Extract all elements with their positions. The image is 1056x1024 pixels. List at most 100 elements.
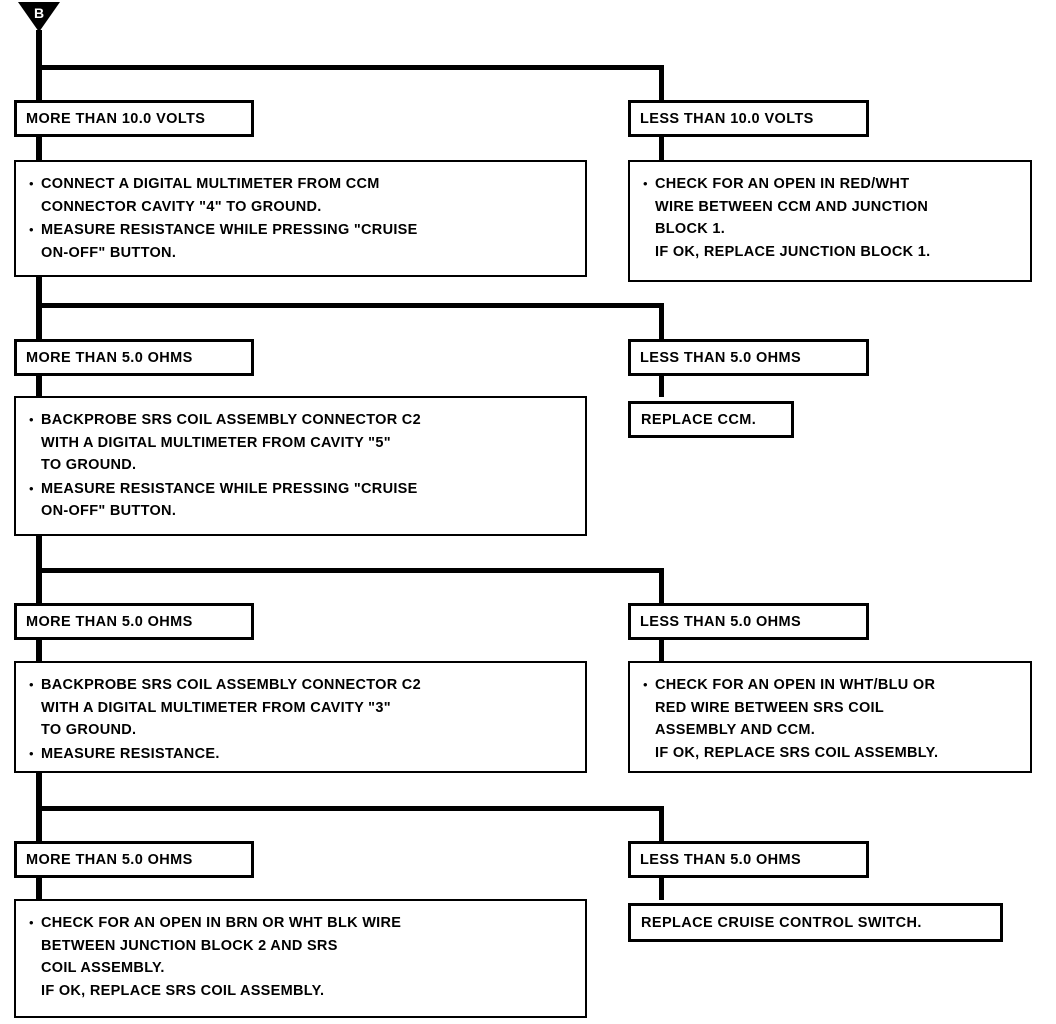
bullet-line: CHECK FOR AN OPEN IN WHT/BLU OR bbox=[655, 677, 936, 693]
bullet-line: MEASURE RESISTANCE WHILE PRESSING "CRUIS… bbox=[41, 480, 418, 497]
bullet-line: WIRE BETWEEN CCM AND JUNCTION bbox=[655, 198, 929, 215]
bullet-line: TO GROUND. bbox=[41, 722, 137, 738]
connector-branch-2 bbox=[36, 303, 664, 308]
connector-branch-1 bbox=[36, 65, 664, 70]
condition-box-step-1-left[interactable]: MORE THAN 10.0 VOLTS bbox=[14, 100, 254, 137]
bullet-item: • MEASURE RESISTANCE WHILE PRESSING "CRU… bbox=[26, 219, 575, 264]
bullet-line: ASSEMBLY AND CCM. bbox=[655, 722, 816, 738]
bullet-text: CHECK FOR AN OPEN IN RED/WHT WIRE BETWEE… bbox=[655, 173, 1020, 263]
bullet-text: BACKPROBE SRS COIL ASSEMBLY CONNECTOR C2… bbox=[41, 674, 575, 742]
result-label: REPLACE CRUISE CONTROL SWITCH. bbox=[641, 914, 922, 931]
condition-box-step-4-left[interactable]: MORE THAN 5.0 OHMS bbox=[14, 841, 254, 878]
action-box-step-1-left[interactable]: • CONNECT A DIGITAL MULTIMETER FROM CCM … bbox=[14, 160, 587, 277]
bullet-item: • CHECK FOR AN OPEN IN RED/WHT WIRE BETW… bbox=[640, 173, 1020, 263]
condition-box-step-1-right[interactable]: LESS THAN 10.0 VOLTS bbox=[628, 100, 869, 137]
condition-label: LESS THAN 5.0 OHMS bbox=[640, 613, 802, 630]
connector-cond3-left-to-action bbox=[36, 639, 42, 662]
connector-trunk-entry bbox=[36, 30, 42, 70]
bullet-text: CONNECT A DIGITAL MULTIMETER FROM CCM CO… bbox=[41, 173, 575, 218]
connector-cond4-left-to-action bbox=[36, 877, 42, 900]
connector-branch-3 bbox=[36, 568, 664, 573]
connector-action3-down bbox=[36, 772, 42, 812]
bullet-dot-icon: • bbox=[29, 480, 34, 496]
bullet-line: CONNECTOR CAVITY "4" TO GROUND. bbox=[41, 198, 322, 215]
connector-cond2-left-to-action bbox=[36, 375, 42, 397]
connector-branch-1-left-drop bbox=[36, 65, 42, 100]
condition-box-step-4-right[interactable]: LESS THAN 5.0 OHMS bbox=[628, 841, 869, 878]
bullet-dot-icon: • bbox=[643, 176, 648, 191]
condition-box-step-2-right[interactable]: LESS THAN 5.0 OHMS bbox=[628, 339, 869, 376]
bullet-line: ON-OFF" BUTTON. bbox=[41, 244, 177, 261]
condition-label: MORE THAN 5.0 OHMS bbox=[26, 851, 193, 868]
bullet-text: BACKPROBE SRS COIL ASSEMBLY CONNECTOR C2… bbox=[41, 409, 575, 477]
bullet-line: IF OK, REPLACE JUNCTION BLOCK 1. bbox=[655, 243, 931, 260]
bullet-item: • CONNECT A DIGITAL MULTIMETER FROM CCM … bbox=[26, 173, 575, 218]
bullet-dot-icon: • bbox=[643, 677, 648, 692]
triangle-down-marker-icon bbox=[18, 2, 60, 32]
bullet-line: BLOCK 1. bbox=[655, 221, 726, 237]
bullet-text: CHECK FOR AN OPEN IN BRN OR WHT BLK WIRE… bbox=[41, 912, 575, 1002]
connector-branch-4 bbox=[36, 806, 664, 811]
action-box-step-4-left[interactable]: • CHECK FOR AN OPEN IN BRN OR WHT BLK WI… bbox=[14, 899, 587, 1018]
entry-marker-letter: B bbox=[33, 5, 45, 21]
bullet-dot-icon: • bbox=[29, 412, 34, 427]
condition-label: MORE THAN 10.0 VOLTS bbox=[26, 110, 206, 127]
bullet-dot-icon: • bbox=[29, 745, 34, 761]
bullet-line: IF OK, REPLACE SRS COIL ASSEMBLY. bbox=[41, 982, 325, 999]
bullet-line: CHECK FOR AN OPEN IN BRN OR WHT BLK WIRE bbox=[41, 915, 402, 931]
bullet-line: BACKPROBE SRS COIL ASSEMBLY CONNECTOR C2 bbox=[41, 412, 421, 428]
result-label: REPLACE CCM. bbox=[641, 411, 757, 428]
bullet-line: BETWEEN JUNCTION BLOCK 2 AND SRS bbox=[41, 937, 338, 954]
condition-label: MORE THAN 5.0 OHMS bbox=[26, 349, 193, 366]
action-box-step-1-right[interactable]: • CHECK FOR AN OPEN IN RED/WHT WIRE BETW… bbox=[628, 160, 1032, 282]
connector-action1-down bbox=[36, 276, 42, 311]
bullet-line: WITH A DIGITAL MULTIMETER FROM CAVITY "3… bbox=[41, 699, 391, 716]
result-box-step-4-right[interactable]: REPLACE CRUISE CONTROL SWITCH. bbox=[628, 903, 1003, 942]
condition-label: LESS THAN 5.0 OHMS bbox=[640, 349, 802, 366]
action-box-step-3-right[interactable]: • CHECK FOR AN OPEN IN WHT/BLU OR RED WI… bbox=[628, 661, 1032, 773]
bullet-line: MEASURE RESISTANCE WHILE PRESSING "CRUIS… bbox=[41, 222, 418, 238]
connector-branch-4-left-drop bbox=[36, 806, 42, 842]
connector-cond4-right-to-action bbox=[659, 877, 664, 900]
bullet-item: • MEASURE RESISTANCE. bbox=[26, 743, 575, 766]
bullet-line: CONNECT A DIGITAL MULTIMETER FROM CCM bbox=[41, 176, 380, 192]
bullet-item: • BACKPROBE SRS COIL ASSEMBLY CONNECTOR … bbox=[26, 674, 575, 742]
condition-box-step-2-left[interactable]: MORE THAN 5.0 OHMS bbox=[14, 339, 254, 376]
connector-branch-4-right-drop bbox=[659, 806, 664, 842]
condition-label: LESS THAN 5.0 OHMS bbox=[640, 851, 802, 868]
connector-cond1-right-to-action bbox=[659, 136, 664, 161]
bullet-dot-icon: • bbox=[29, 176, 34, 191]
condition-box-step-3-right[interactable]: LESS THAN 5.0 OHMS bbox=[628, 603, 869, 640]
bullet-line: MEASURE RESISTANCE. bbox=[41, 745, 220, 762]
bullet-dot-icon: • bbox=[29, 915, 34, 930]
bullet-line: BACKPROBE SRS COIL ASSEMBLY CONNECTOR C2 bbox=[41, 677, 421, 693]
bullet-line: COIL ASSEMBLY. bbox=[41, 960, 165, 976]
condition-label: MORE THAN 5.0 OHMS bbox=[26, 613, 193, 630]
bullet-dot-icon: • bbox=[29, 222, 34, 237]
bullet-item: • MEASURE RESISTANCE WHILE PRESSING "CRU… bbox=[26, 478, 575, 523]
action-box-step-3-left[interactable]: • BACKPROBE SRS COIL ASSEMBLY CONNECTOR … bbox=[14, 661, 587, 773]
action-box-step-2-left[interactable]: • BACKPROBE SRS COIL ASSEMBLY CONNECTOR … bbox=[14, 396, 587, 536]
connector-cond2-right-to-action bbox=[659, 375, 664, 397]
bullet-line: WITH A DIGITAL MULTIMETER FROM CAVITY "5… bbox=[41, 434, 391, 451]
bullet-line: ON-OFF" BUTTON. bbox=[41, 503, 177, 519]
bullet-item: • CHECK FOR AN OPEN IN BRN OR WHT BLK WI… bbox=[26, 912, 575, 1002]
bullet-line: CHECK FOR AN OPEN IN RED/WHT bbox=[655, 176, 910, 192]
bullet-text: MEASURE RESISTANCE WHILE PRESSING "CRUIS… bbox=[41, 478, 575, 523]
connector-branch-1-right-drop bbox=[659, 65, 664, 100]
bullet-item: • BACKPROBE SRS COIL ASSEMBLY CONNECTOR … bbox=[26, 409, 575, 477]
connector-branch-2-right-drop bbox=[659, 303, 664, 340]
result-box-step-2-right[interactable]: REPLACE CCM. bbox=[628, 401, 794, 438]
connector-branch-2-left-drop bbox=[36, 303, 42, 340]
bullet-line: IF OK, REPLACE SRS COIL ASSEMBLY. bbox=[655, 744, 939, 761]
condition-box-step-3-left[interactable]: MORE THAN 5.0 OHMS bbox=[14, 603, 254, 640]
connector-branch-3-left-drop bbox=[36, 568, 42, 604]
connector-cond1-left-to-action bbox=[36, 136, 42, 161]
bullet-dot-icon: • bbox=[29, 677, 34, 692]
bullet-text: CHECK FOR AN OPEN IN WHT/BLU OR RED WIRE… bbox=[655, 674, 1020, 764]
condition-label: LESS THAN 10.0 VOLTS bbox=[640, 110, 814, 127]
connector-action2-down bbox=[36, 535, 42, 575]
connector-cond3-right-to-action bbox=[659, 639, 664, 662]
bullet-line: RED WIRE BETWEEN SRS COIL bbox=[655, 699, 885, 716]
